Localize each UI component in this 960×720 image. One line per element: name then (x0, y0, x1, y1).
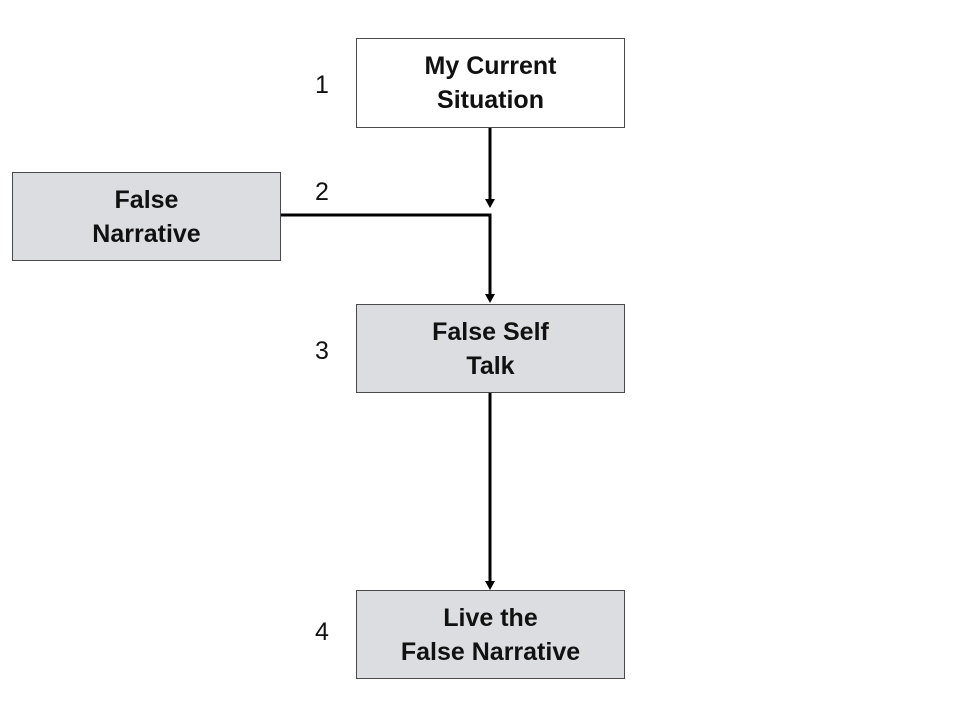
step-number-4: 4 (315, 618, 329, 646)
box-label-line: False (114, 185, 179, 214)
box-label-line: False Self (432, 317, 549, 346)
arrowhead-selftalk (485, 294, 495, 303)
arrowhead-live (485, 581, 495, 590)
box-label-line: My Current (424, 52, 557, 80)
step-number-1: 1 (315, 71, 329, 99)
arrowhead-situation (485, 199, 495, 208)
box-label-line: Live the (443, 603, 538, 632)
box-label-line: Situation (437, 86, 544, 114)
box-label-line: Narrative (92, 219, 201, 248)
box-false-self-talk: False Self Talk (356, 304, 625, 393)
box-label-line: False Narrative (400, 637, 581, 666)
step-number-2: 2 (315, 178, 329, 206)
step-number-3: 3 (315, 337, 329, 365)
box-label-line: Talk (466, 351, 515, 380)
box-false-narrative: False Narrative (12, 172, 281, 261)
box-live-the-false-narrative: Live the False Narrative (356, 590, 625, 679)
box-my-current-situation: My Current Situation (356, 38, 625, 128)
